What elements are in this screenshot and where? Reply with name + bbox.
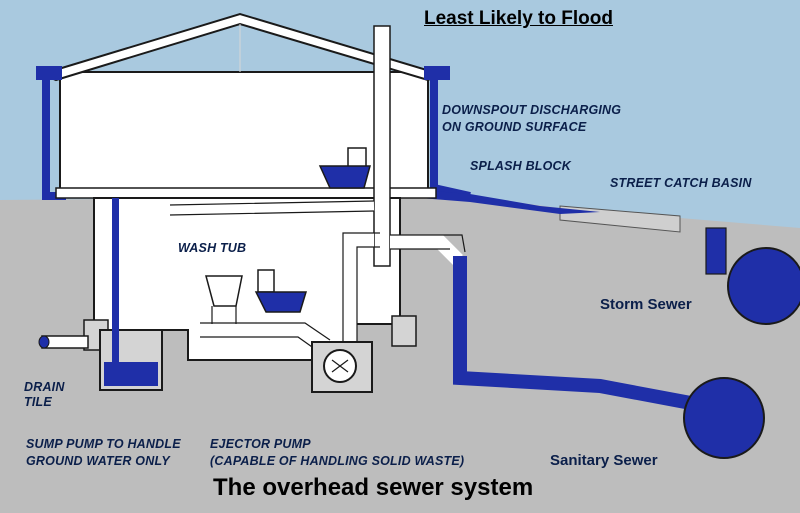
basement-toilet-tank <box>257 269 275 293</box>
overhead-drain <box>169 201 375 215</box>
basement-toilet-bowl <box>254 291 308 313</box>
sump-water <box>104 362 158 386</box>
sewer-main-upper <box>390 235 463 265</box>
label-street-catch-basin: STREET CATCH BASIN <box>610 176 752 190</box>
label-ejector-pump: EJECTOR PUMP (CAPABLE OF HANDLING SOLID … <box>210 437 465 468</box>
surface-water <box>420 190 600 214</box>
label-downspout: DOWNSPOUT DISCHARGING ON GROUND SURFACE <box>442 103 622 134</box>
house-upper <box>59 71 429 195</box>
footing-right <box>391 315 417 347</box>
storm-sewer <box>727 247 800 325</box>
label-drain-tile: DRAIN TILE <box>24 380 65 409</box>
gutter-left <box>36 66 62 80</box>
catch-basin <box>705 227 727 275</box>
label-storm-sewer: Storm Sewer <box>600 296 692 313</box>
label-wash-tub: WASH TUB <box>178 241 247 255</box>
gutter-right <box>424 66 450 80</box>
sanitary-sewer <box>683 377 765 459</box>
label-sump-pump: SUMP PUMP TO HANDLE GROUND WATER ONLY <box>26 437 181 468</box>
stack-to-ejector <box>343 233 374 348</box>
diagram-caption: The overhead sewer system <box>213 474 534 501</box>
label-splash-block: SPLASH BLOCK <box>470 159 572 173</box>
vent-stack <box>373 25 391 267</box>
sanitary-line <box>453 256 698 411</box>
label-sanitary-sewer: Sanitary Sewer <box>550 452 658 469</box>
diagram-title: Least Likely to Flood <box>424 8 613 29</box>
sump-pipe <box>112 198 119 364</box>
upper-toilet-bowl <box>318 165 371 189</box>
